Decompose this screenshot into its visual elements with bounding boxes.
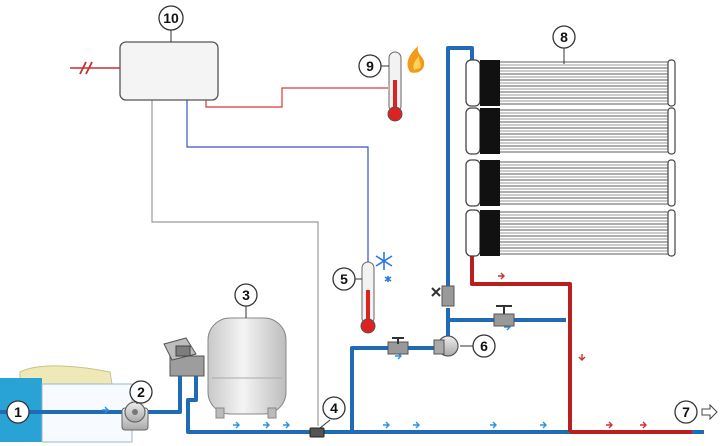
callout-5: 5 bbox=[332, 267, 356, 291]
flow-arrows-hot bbox=[498, 272, 647, 429]
callout-5-label: 5 bbox=[340, 271, 348, 287]
callout-10: 10 bbox=[158, 5, 184, 31]
callout-7: 7 bbox=[674, 400, 698, 424]
callout-1: 1 bbox=[6, 400, 30, 424]
callout-8-label: 8 bbox=[560, 29, 568, 45]
callout-9: 9 bbox=[358, 54, 382, 78]
thermometer-hot-sensor bbox=[387, 51, 403, 122]
solar-valve bbox=[433, 335, 459, 357]
lightning-icon bbox=[79, 61, 93, 75]
callout-2-label: 2 bbox=[137, 384, 145, 400]
callout-4-label: 4 bbox=[330, 400, 338, 416]
bypass-valve-horizontal bbox=[493, 305, 515, 327]
solar-collector-module bbox=[465, 107, 676, 155]
bypass-valve-vertical bbox=[431, 285, 455, 307]
flame-icon bbox=[407, 46, 425, 73]
check-valve bbox=[309, 427, 325, 438]
flow-arrows-cold bbox=[102, 323, 547, 429]
snowflake-icon bbox=[375, 252, 393, 282]
hot-pipes bbox=[470, 256, 692, 434]
callout-3-label: 3 bbox=[242, 287, 250, 303]
sand-filter bbox=[163, 317, 287, 419]
callout-2: 2 bbox=[129, 380, 153, 404]
solar-collector-module bbox=[465, 159, 676, 207]
control-wiring bbox=[70, 67, 388, 426]
callout-3: 3 bbox=[234, 283, 258, 307]
callout-1-label: 1 bbox=[14, 404, 22, 420]
callout-10-label: 10 bbox=[163, 10, 179, 26]
diverter-valve-left bbox=[387, 337, 409, 355]
callout-7-label: 7 bbox=[682, 404, 690, 420]
circulation-pump bbox=[121, 401, 149, 431]
callout-leaders bbox=[136, 30, 565, 429]
solar-collector-module bbox=[465, 59, 676, 107]
callout-9-label: 9 bbox=[366, 58, 374, 74]
outlet-arrow-icon bbox=[701, 403, 718, 421]
callout-8: 8 bbox=[552, 25, 576, 49]
callout-6-label: 6 bbox=[480, 338, 488, 354]
solar-controller bbox=[119, 41, 219, 101]
callout-6: 6 bbox=[472, 334, 496, 358]
callout-4: 4 bbox=[322, 396, 346, 420]
solar-collector-module bbox=[465, 209, 676, 257]
solar-collector-array bbox=[465, 59, 676, 257]
thermometer-cold-sensor bbox=[360, 261, 376, 334]
cold-pipes bbox=[0, 46, 704, 434]
